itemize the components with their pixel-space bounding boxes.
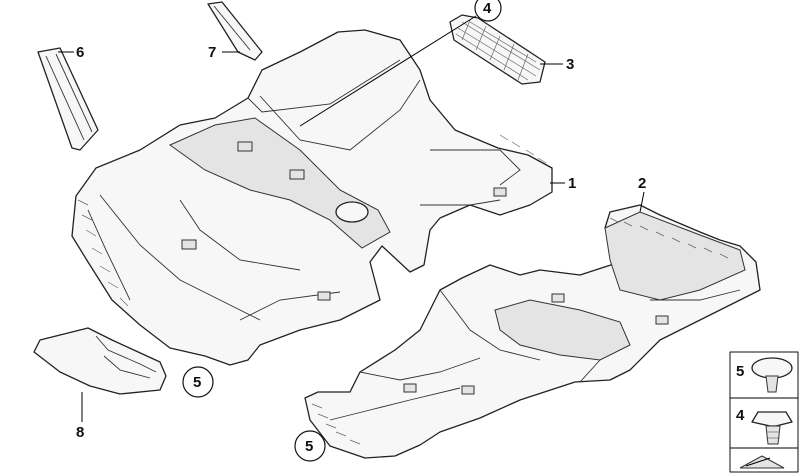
label-2: 2 xyxy=(638,175,646,192)
label-4-circle xyxy=(474,0,502,22)
panel-label-4: 4 xyxy=(736,407,745,424)
leader-lines xyxy=(58,15,645,422)
panel-label-5: 5 xyxy=(736,363,744,380)
label-4: 4 xyxy=(483,0,492,17)
part-3-floor-mat xyxy=(449,14,546,85)
label-7: 7 xyxy=(208,44,216,61)
label-1: 1 xyxy=(568,175,576,192)
clip-5-icon xyxy=(751,357,793,393)
label-5a: 5 xyxy=(193,374,201,391)
label-5b: 5 xyxy=(305,438,313,455)
label-8: 8 xyxy=(76,424,84,441)
label-5b-circle xyxy=(294,430,326,462)
part-labels: 1 2 3 4 5 5 6 7 8 xyxy=(76,0,646,462)
part-1-front-carpet xyxy=(71,29,553,366)
part-8-small-mat xyxy=(33,327,167,395)
part-2-rear-carpet xyxy=(304,204,761,459)
clip-4-icon xyxy=(751,411,793,445)
label-6: 6 xyxy=(76,44,84,61)
part-7-trim-strip xyxy=(207,1,263,61)
reference-arrow-icon xyxy=(739,455,785,469)
label-5a-circle xyxy=(182,366,214,398)
part-6-trim-strip xyxy=(37,47,99,151)
label-3: 3 xyxy=(566,56,574,73)
fastener-panel: 5 4 xyxy=(729,351,799,473)
